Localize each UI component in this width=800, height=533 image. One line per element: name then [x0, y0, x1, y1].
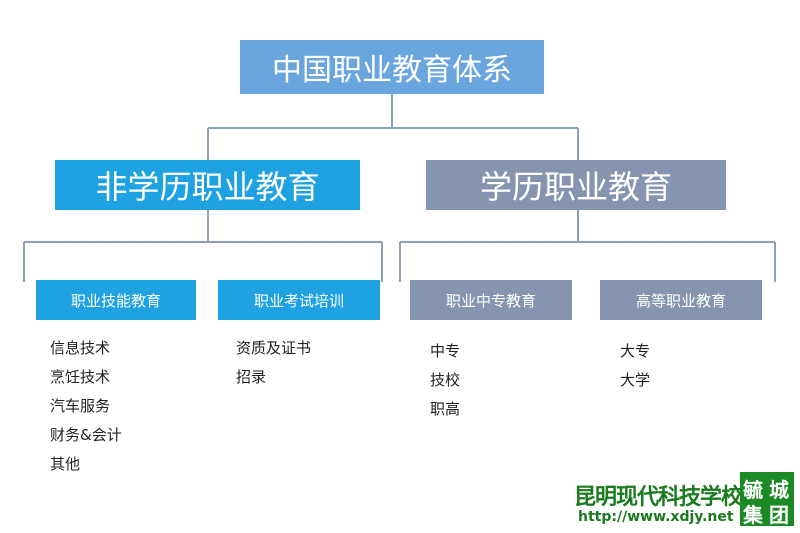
root-node: 中国职业教育体系 — [240, 40, 544, 94]
higher-list: 大专 大学 — [620, 337, 650, 395]
node-higher-vocational: 高等职业教育 — [600, 280, 762, 320]
node-secondary-vocational: 职业中专教育 — [410, 280, 572, 320]
list-item: 职高 — [430, 400, 461, 418]
logo-char: 毓 — [743, 478, 763, 502]
group-logo: 毓 城 集 团 — [740, 472, 794, 527]
logo-char: 团 — [769, 503, 789, 527]
node-vocational-skills: 职业技能教育 — [36, 280, 196, 320]
node-exam-training: 职业考试培训 — [218, 280, 380, 320]
exam-list: 资质及证书 招录 — [236, 334, 311, 392]
list-item: 信息技术 — [50, 339, 111, 357]
branch-degree: 学历职业教育 — [426, 160, 726, 210]
school-name: 昆明现代科技学校 — [574, 484, 743, 510]
list-item: 大学 — [620, 371, 651, 389]
branch-non-degree: 非学历职业教育 — [55, 160, 360, 210]
list-item: 其他 — [50, 455, 81, 473]
logo-char: 集 — [743, 503, 763, 527]
school-url[interactable]: http://www.xdjy.net — [578, 509, 734, 525]
skills-list: 信息技术 烹饪技术 汽车服务 财务&会计 其他 — [50, 334, 122, 479]
list-item: 汽车服务 — [50, 397, 111, 415]
logo-char: 城 — [769, 478, 789, 502]
list-item: 资质及证书 — [236, 339, 312, 357]
list-item: 烹饪技术 — [50, 368, 111, 386]
secondary-list: 中专 技校 职高 — [430, 337, 460, 424]
list-item: 技校 — [430, 371, 461, 389]
list-item: 大专 — [620, 342, 651, 360]
list-item: 中专 — [430, 342, 461, 360]
list-item: 财务&会计 — [50, 426, 122, 444]
list-item: 招录 — [236, 368, 267, 386]
